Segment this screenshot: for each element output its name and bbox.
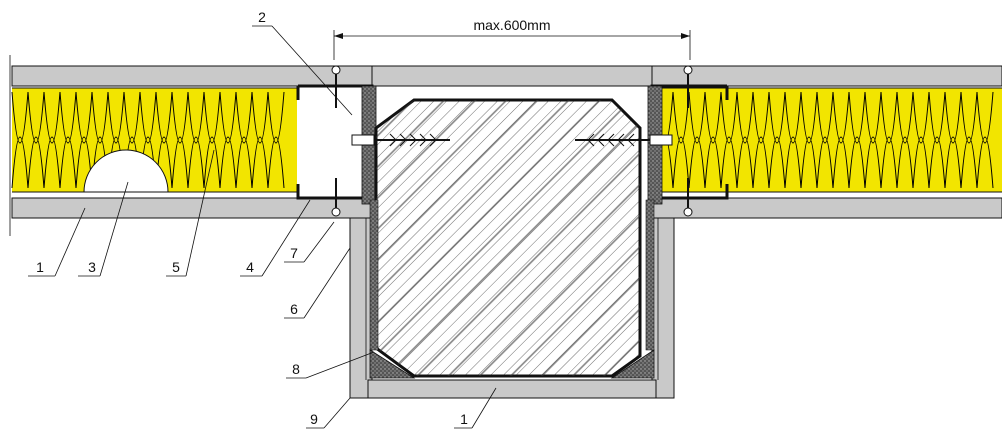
- screw-top-left: [331, 65, 341, 108]
- dimension-label: max.600mm: [473, 17, 550, 33]
- core-block-inner: [376, 100, 640, 376]
- callout-6: 6: [290, 301, 298, 317]
- bottom-board-right: [651, 197, 1002, 219]
- callout-5: 5: [172, 259, 180, 275]
- anchor-right: [575, 133, 673, 147]
- cable-semicircle: [83, 149, 169, 193]
- callout-9: 9: [310, 411, 318, 427]
- insulation-pattern: [11, 91, 285, 189]
- callout-4: 4: [246, 259, 254, 275]
- insulation-right: [656, 88, 1002, 192]
- seal-side-right: [645, 199, 655, 351]
- screw-top-right: [683, 65, 693, 108]
- callout-8: 8: [292, 361, 300, 377]
- screw-bottom-right: [683, 178, 693, 217]
- side-board-left: [349, 217, 373, 399]
- screw-bottom-left: [331, 178, 341, 217]
- anchor-left: [351, 133, 450, 147]
- callout-3: 3: [88, 259, 96, 275]
- callout-2: 2: [258, 9, 266, 25]
- callout-1a: 1: [36, 259, 44, 275]
- callout-7: 7: [290, 245, 298, 261]
- leaders: [28, 25, 497, 429]
- callout-1b: 1: [460, 411, 468, 427]
- seal-bottom-right: [610, 349, 655, 379]
- seal-side-left: [369, 199, 379, 351]
- top-board-right: [651, 65, 1002, 87]
- box-bottom-board: [367, 379, 657, 399]
- top-board-left: [11, 65, 373, 87]
- bottom-board-left: [11, 197, 373, 219]
- side-board-right: [651, 217, 675, 399]
- top-board-center: [371, 65, 653, 87]
- seal-bottom-left: [369, 349, 416, 379]
- dimension-group: max.600mm: [333, 17, 691, 60]
